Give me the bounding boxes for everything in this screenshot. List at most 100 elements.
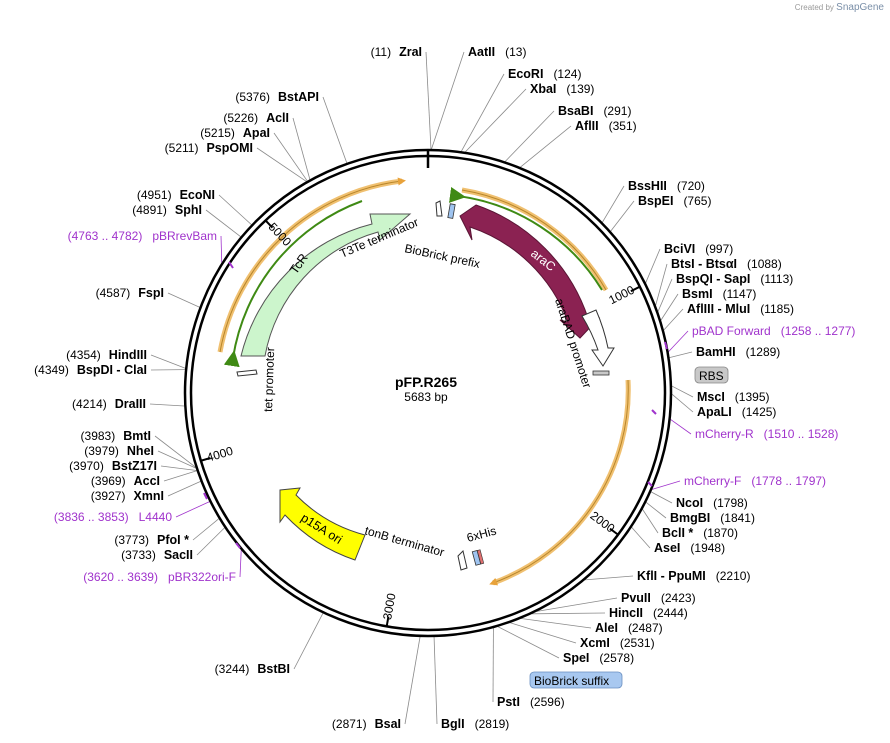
primer-leader-3 — [175, 501, 210, 518]
site-leader-18 — [642, 509, 659, 534]
site-label-1: AatII(13) — [468, 45, 526, 59]
site-label-45: (5226)AclI — [223, 111, 289, 125]
site-position: (2819) — [475, 717, 510, 731]
site-leader-19 — [631, 527, 651, 549]
site-label-25: SpeI (2578) — [563, 651, 634, 665]
biobrick-prefix-label: BioBrick prefix — [403, 241, 481, 271]
site-position: (1798) — [713, 496, 748, 510]
site-label-23: AleI(2487) — [595, 621, 663, 635]
primer-mark-pbrrevbam — [228, 261, 234, 269]
site-leader-7 — [610, 200, 635, 232]
tick-label-4000: 4000 — [205, 444, 235, 465]
biobrick-suffix-box — [529, 671, 623, 689]
site-name: ApaLI — [697, 405, 732, 419]
site-label-43: (5211)PspOMI — [165, 141, 253, 155]
site-name: SpeI — [563, 651, 589, 665]
site-name: NheI — [127, 444, 154, 458]
site-name: HindIII — [109, 348, 147, 362]
site-position: (4587) — [96, 286, 131, 300]
brand-app-name: SnapGene — [836, 2, 884, 13]
site-label-29: (3244)BstBI — [215, 662, 290, 676]
site-position: (2596) — [530, 695, 565, 709]
primer-range: (1258 .. 1277) — [781, 324, 856, 338]
site-position: (1425) — [742, 405, 777, 419]
site-leader-31 — [192, 518, 220, 541]
site-position: (1395) — [735, 390, 770, 404]
primer-name: (3836 .. 3853) — [54, 510, 129, 524]
site-position: (720) — [677, 179, 705, 193]
site-position: (2871) — [332, 717, 367, 731]
site-position: (1113) — [760, 272, 793, 286]
site-position: (2578) — [599, 651, 634, 665]
tick-mark-3000 — [385, 616, 390, 627]
tonb-terminator-label: tonB terminator — [363, 523, 446, 559]
site-leader-46 — [322, 96, 348, 164]
primer-range: (1778 .. 1797) — [751, 474, 826, 488]
primer-leader-0 — [668, 330, 689, 352]
tick-mark-2000 — [609, 527, 619, 536]
site-name: BciVI — [664, 242, 695, 256]
arabad-promoter-arrow — [581, 309, 615, 367]
site-leader-25 — [497, 626, 560, 659]
site-leader-2 — [460, 73, 505, 152]
site-leader-39 — [150, 354, 186, 369]
site-label-21: PvuII(2423) — [621, 591, 696, 605]
site-leader-27 — [433, 636, 438, 725]
site-label-24: XcmI(2531) — [580, 636, 655, 650]
site-label-38: (4349)BspDI - ClaI — [34, 363, 147, 377]
site-label-46: (5376)BstAPI — [235, 90, 319, 104]
site-label-2: EcoRI(124) — [508, 67, 581, 81]
site-name: BspEI — [638, 194, 673, 208]
t3te-terminator-glyph — [435, 200, 443, 217]
site-label-12: AflIII - MluI(1185) — [687, 302, 794, 316]
site-position: (4214) — [72, 397, 107, 411]
site-name: AflIII - MluI — [687, 302, 750, 316]
site-position: (3970) — [69, 459, 104, 473]
site-position: (139) — [566, 82, 594, 96]
site-leader-35 — [157, 450, 197, 469]
primer-label-1: mCherry-R(1510 .. 1528) — [695, 427, 838, 441]
site-name: BspDI - ClaI — [77, 363, 147, 377]
rbs-glyph — [592, 370, 610, 376]
site-leader-22 — [531, 612, 606, 615]
site-name: BssHII — [628, 179, 667, 193]
primer-name: (4763 .. 4782) — [68, 229, 143, 243]
rbs-box-label: RBS — [699, 369, 724, 383]
site-label-18: BclI *(1870) — [662, 526, 738, 540]
site-position: (1147) — [723, 287, 757, 301]
site-name: BsmI — [682, 287, 713, 301]
site-leader-43 — [256, 147, 307, 182]
site-name: SphI — [175, 203, 202, 217]
site-leader-29 — [293, 613, 324, 670]
site-name: HincII — [609, 606, 643, 620]
site-leader-4 — [504, 110, 555, 162]
site-position: (291) — [603, 104, 631, 118]
site-position: (4891) — [132, 203, 167, 217]
biobrick-prefix-glyph — [447, 203, 456, 219]
site-position: (5376) — [235, 90, 270, 104]
site-leader-5 — [520, 125, 572, 168]
site-leader-21 — [536, 597, 618, 612]
site-label-35: (3979)NheI — [84, 444, 154, 458]
site-position: (11) — [371, 45, 391, 59]
primer-mark-pbad — [664, 341, 668, 350]
site-position: (1841) — [720, 511, 755, 525]
site-leader-17 — [645, 502, 667, 519]
site-label-26: PstI(2596) — [497, 695, 565, 709]
site-label-13: BamHI(1289) — [696, 345, 780, 359]
site-label-41: (4891) SphI — [132, 203, 202, 217]
primer-label-2: mCherry-F(1778 .. 1797) — [684, 474, 826, 488]
plasmid-size: 5683 bp — [404, 390, 448, 404]
feature-p15a-arrow — [279, 487, 366, 561]
site-position: (2487) — [628, 621, 663, 635]
orange-arc-mcherry-inner — [489, 379, 629, 586]
tet-promoter-label: tet promoter — [261, 347, 277, 412]
primer-leader-4 — [239, 549, 242, 578]
feature-tcr-arrow — [240, 213, 412, 357]
site-name: SacII — [164, 548, 193, 562]
site-label-28: (2871)BsaI — [332, 717, 401, 731]
site-name: NcoI — [676, 496, 703, 510]
site-leader-24 — [510, 622, 577, 644]
site-label-20: KflI - PpuMI(2210) — [637, 569, 750, 583]
site-name: MscI — [697, 390, 725, 404]
